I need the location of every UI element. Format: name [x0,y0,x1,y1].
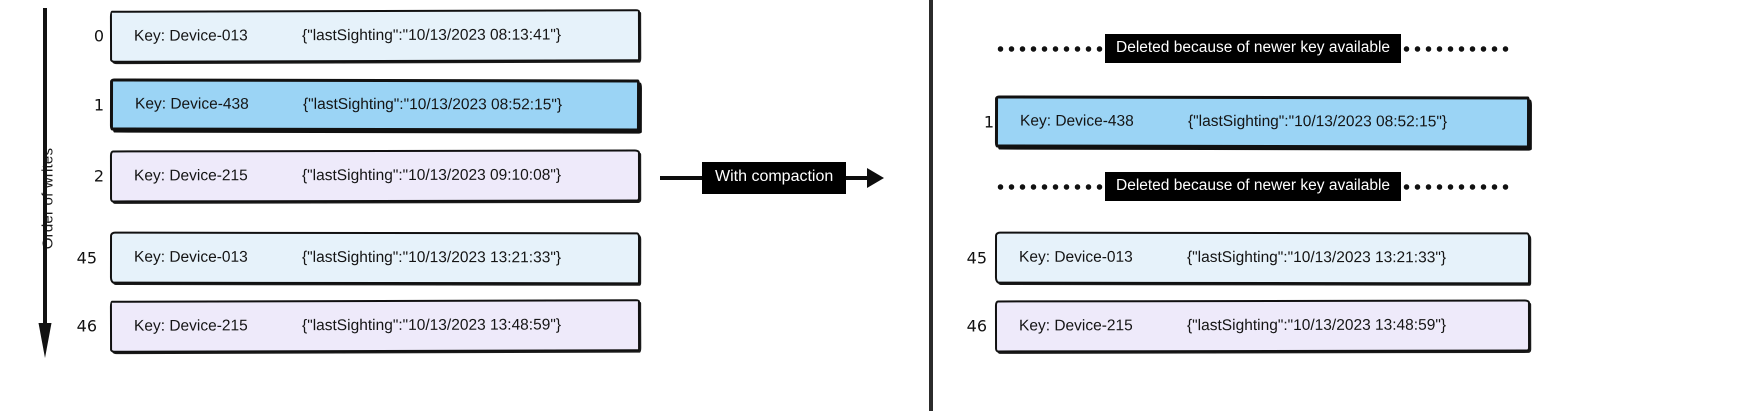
record-key: Key: Device-438 [134,95,249,113]
record-index: 45 [966,248,987,268]
left-record-2: 2 Key: Device-215 {"lastSighting":"10/13… [60,149,641,203]
right-record-1: 1 Key: Device-438 {"lastSighting":"10/13… [950,95,1531,149]
record-value: {"lastSighting":"10/13/2023 13:21:33"} [301,248,562,267]
left-record-1: 1 Key: Device-438 {"lastSighting":"10/13… [60,78,641,132]
panel-divider [929,0,933,411]
down-arrow-icon [38,8,52,358]
record-index: 45 [76,248,97,268]
record-index: 0 [93,26,104,46]
left-record-46: 46 Key: Device-215 {"lastSighting":"10/1… [60,299,641,353]
record-value: {"lastSighting":"10/13/2023 08:52:15"} [1187,112,1448,131]
deleted-banner-1: Deleted because of newer key available [995,172,1512,202]
right-record-45: 45 Key: Device-013 {"lastSighting":"10/1… [950,231,1531,285]
record-box[interactable]: Key: Device-438 {"lastSighting":"10/13/2… [109,78,641,132]
record-index: 1 [93,95,104,115]
dotted-line-right-icon [1401,45,1512,52]
left-record-45: 45 Key: Device-013 {"lastSighting":"10/1… [60,231,641,285]
left-record-0: 0 Key: Device-013 {"lastSighting":"10/13… [60,9,641,63]
dotted-line-right-icon [1401,183,1512,190]
record-key: Key: Device-013 [1018,248,1133,266]
record-box[interactable]: Key: Device-013 {"lastSighting":"10/13/2… [109,231,641,285]
record-box[interactable]: Key: Device-215 {"lastSighting":"10/13/2… [994,299,1531,353]
record-value: {"lastSighting":"10/13/2023 08:52:15"} [302,95,563,114]
record-index: 46 [966,316,987,336]
right-arrow-icon [867,167,885,188]
deleted-label: Deleted because of newer key available [1105,172,1402,202]
record-box[interactable]: Key: Device-438 {"lastSighting":"10/13/2… [994,95,1531,149]
record-index: 2 [93,166,104,186]
record-value: {"lastSighting":"10/13/2023 13:48:59"} [1186,316,1447,335]
arrow-line-right [846,175,869,181]
record-value: {"lastSighting":"10/13/2023 08:13:41"} [301,26,562,45]
deleted-banner-0: Deleted because of newer key available [995,34,1512,64]
record-key: Key: Device-215 [133,317,248,335]
record-key: Key: Device-215 [1018,317,1133,335]
record-index: 1 [983,112,994,132]
deleted-label: Deleted because of newer key available [1105,34,1402,64]
arrow-line-left [660,175,702,181]
record-key: Key: Device-438 [1019,112,1134,130]
record-box[interactable]: Key: Device-215 {"lastSighting":"10/13/2… [109,299,641,353]
record-index: 46 [76,316,97,336]
record-key: Key: Device-013 [133,248,248,266]
record-box[interactable]: Key: Device-013 {"lastSighting":"10/13/2… [109,9,641,63]
record-box[interactable]: Key: Device-215 {"lastSighting":"10/13/2… [109,149,641,203]
dotted-line-left-icon [995,45,1105,52]
record-box[interactable]: Key: Device-013 {"lastSighting":"10/13/2… [994,231,1531,285]
record-key: Key: Device-013 [133,27,248,45]
right-record-46: 46 Key: Device-215 {"lastSighting":"10/1… [950,299,1531,353]
record-value: {"lastSighting":"10/13/2023 13:21:33"} [1186,248,1447,267]
record-value: {"lastSighting":"10/13/2023 13:48:59"} [301,316,562,335]
with-compaction-arrow: With compaction [660,162,885,194]
dotted-line-left-icon [995,183,1105,190]
record-key: Key: Device-215 [133,167,248,185]
with-compaction-label: With compaction [702,162,847,194]
record-value: {"lastSighting":"10/13/2023 09:10:08"} [301,166,562,185]
